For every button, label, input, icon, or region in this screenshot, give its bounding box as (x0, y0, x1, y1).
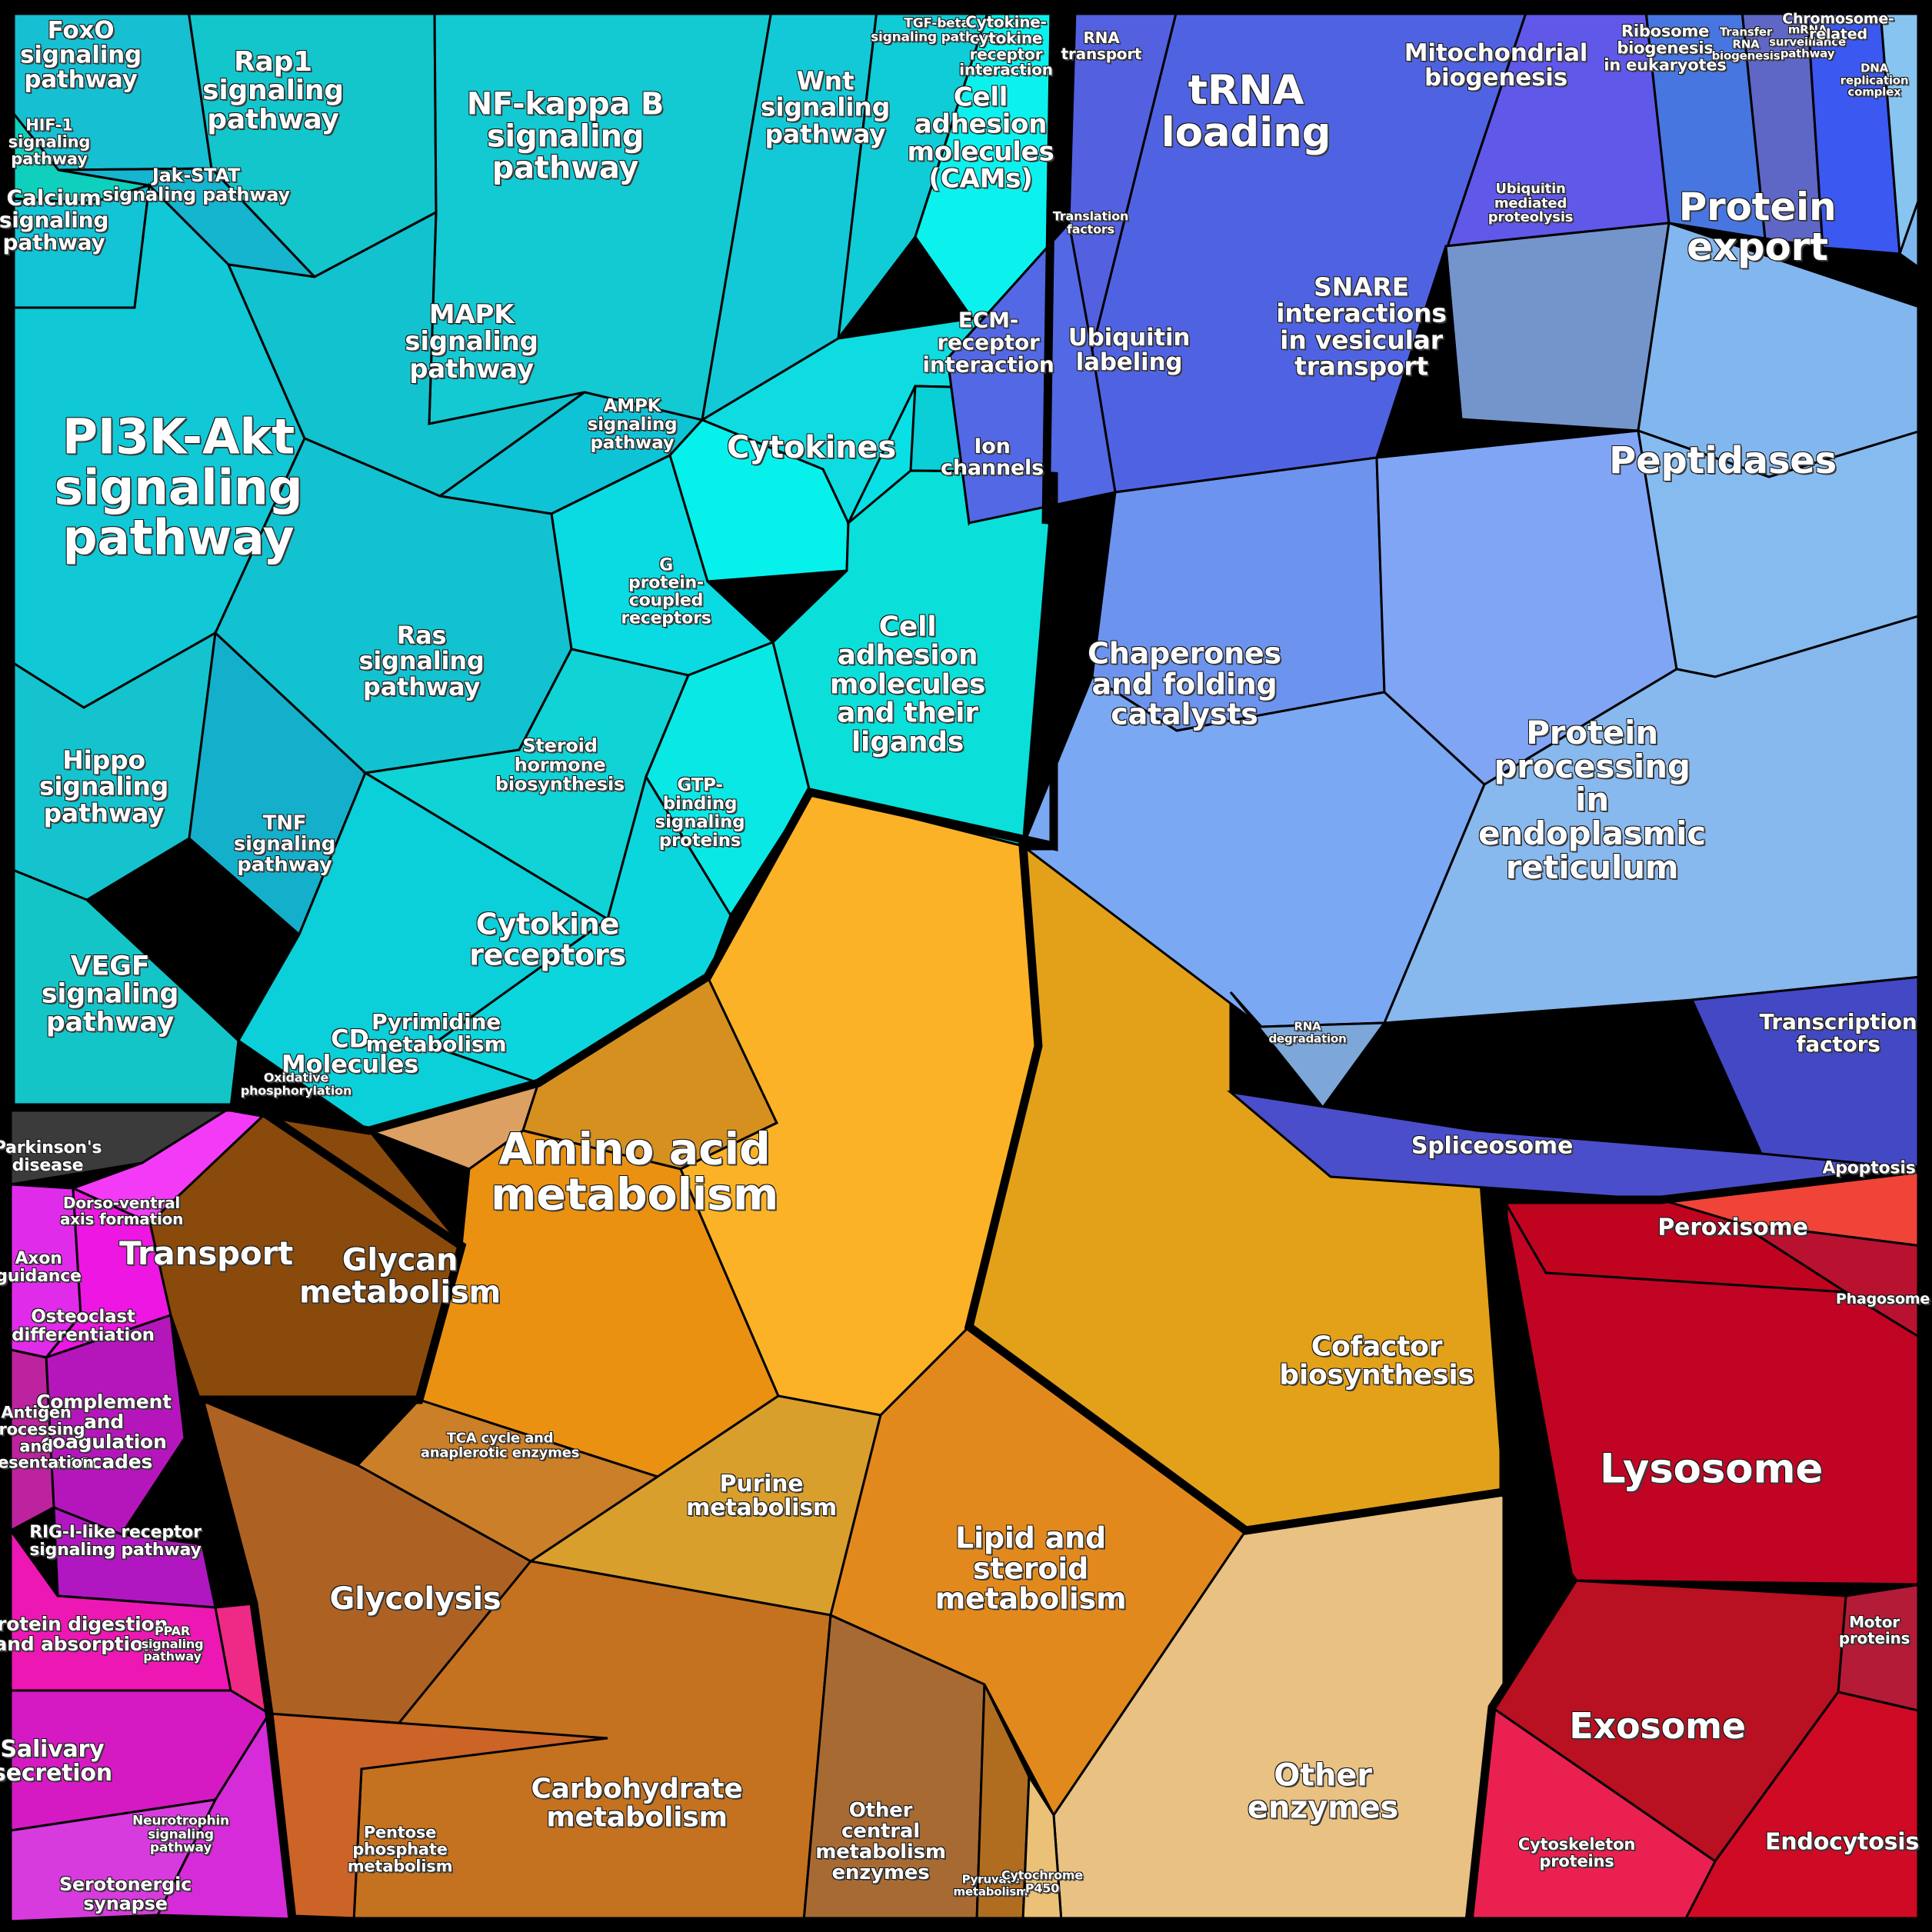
treemap-cell-rig-i-like-receptor-signaling-pathway[interactable] (52, 1505, 217, 1609)
group-outline-0 (6, 6, 1058, 1135)
treemap-cell-antigen-processing-and-presentation[interactable] (9, 1348, 55, 1533)
treemap-cell-motor-proteins[interactable] (1837, 1583, 1923, 1713)
treemap-cell-gtp-binding-signaling-proteins[interactable] (645, 640, 811, 918)
treemap-cell-calcium-signaling-pathway[interactable] (9, 183, 151, 309)
treemap-cell-dna-replication-complex[interactable] (1898, 192, 1923, 308)
treemap-cell-cd-molecules[interactable] (237, 771, 610, 1132)
treemap-cell-ubiquitin-labeling[interactable] (1091, 456, 1386, 732)
cells-layer (9, 9, 1923, 1923)
treemap-cell-ubiquitin-mediated-proteolysis[interactable] (1444, 222, 1671, 432)
